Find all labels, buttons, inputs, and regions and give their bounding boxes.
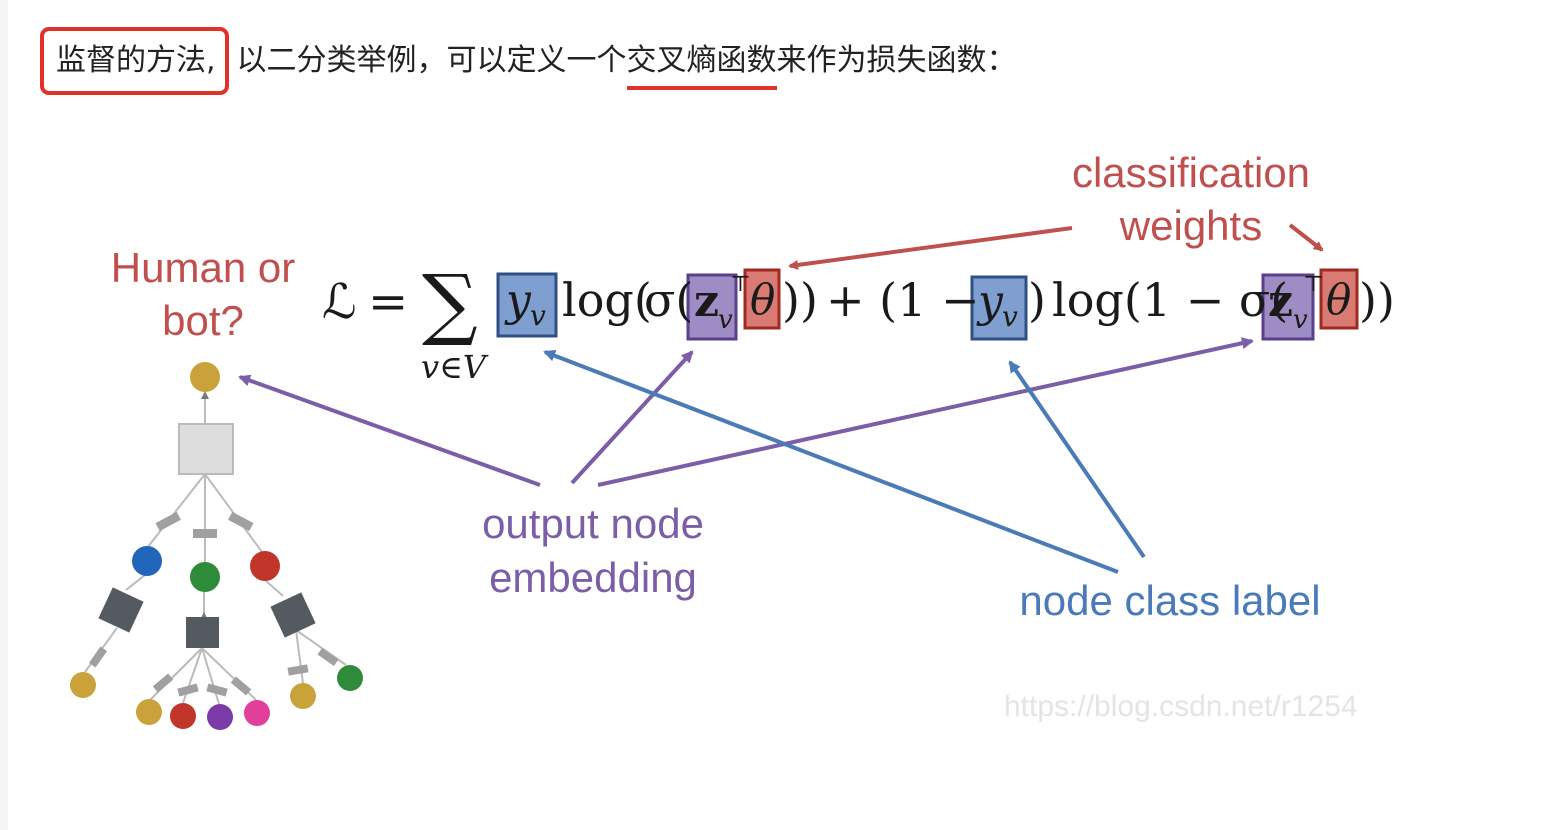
label-node-class-label: node class label xyxy=(1019,577,1320,624)
formula-y-1-sub: v xyxy=(530,299,546,332)
formula-sum-subscript: v∈V xyxy=(421,348,489,386)
intro-text-after: 来作为损失函数： xyxy=(776,43,1017,78)
label-classification-weights-line2: weights xyxy=(1119,202,1262,249)
theta-box-2 xyxy=(1319,268,1359,330)
formula-z-2: z xyxy=(1268,276,1293,327)
formula-sum: ∑ xyxy=(422,259,478,349)
node-level1-green xyxy=(190,562,220,592)
node-leaf-pink xyxy=(244,700,270,726)
formula-log-one-minus-sigma: log(1 − σ( xyxy=(1052,273,1288,327)
formula-close-1: )) xyxy=(782,273,818,327)
label-human-or-bot-line1: Human or xyxy=(111,244,295,291)
z-box-2 xyxy=(1261,273,1315,341)
formula-loss-symbol: ℒ xyxy=(322,274,357,330)
formula-theta-1: θ xyxy=(750,275,775,324)
y-box-2 xyxy=(970,275,1028,341)
label-output-node-embedding-line1: output node xyxy=(482,500,704,547)
intro-paragraph: 监督的方法,以二分类举例，可以定义一个交叉熵函数来作为损失函数： xyxy=(40,24,1017,98)
formula-y-2-sub: v xyxy=(1002,300,1018,333)
formula-sigma-open: σ( xyxy=(644,273,693,327)
node-leaf-gold-right xyxy=(290,683,316,709)
gnn-computation-tree xyxy=(70,362,363,730)
label-classification-weights-line1: classification xyxy=(1072,149,1310,196)
arrow-label-to-y-1 xyxy=(543,349,1119,574)
node-leaf-gold-left xyxy=(70,672,96,698)
formula-close-paren: ) xyxy=(1028,273,1046,327)
aggregator-middle xyxy=(186,617,219,648)
page-content xyxy=(8,0,1566,830)
node-leaf-purple xyxy=(207,704,233,730)
label-output-node-embedding-line2: embedding xyxy=(489,554,697,601)
highlight-box-text: 监督的方法, xyxy=(40,27,229,95)
arrow-embedding-to-root xyxy=(238,374,541,487)
node-root xyxy=(190,362,220,392)
arrow-embedding-to-z-1 xyxy=(570,350,694,485)
label-human-or-bot-line2: bot? xyxy=(162,297,244,344)
node-level1-blue xyxy=(132,546,162,576)
formula-transpose-2: ⊤ xyxy=(1303,272,1324,297)
formula-y-1: y xyxy=(504,275,532,326)
formula-z-1: z xyxy=(694,276,719,327)
formula-plus-one-minus: + (1 − xyxy=(826,273,980,327)
formula-equals: = xyxy=(368,274,408,330)
z-box-1 xyxy=(686,273,738,341)
formula-transpose-1: ⊤ xyxy=(730,272,751,297)
node-leaf-gold xyxy=(136,699,162,725)
formula-z-2-sub: v xyxy=(1293,305,1308,335)
arrow-weights-to-theta-1 xyxy=(788,226,1073,270)
arrow-weights-to-theta-2 xyxy=(1288,223,1324,252)
node-leaf-green-right xyxy=(337,665,363,691)
arrow-label-to-y-2 xyxy=(1008,360,1146,559)
node-level1-red xyxy=(250,551,280,581)
formula-theta-2: θ xyxy=(1326,275,1351,324)
arrow-embedding-to-z-2 xyxy=(597,337,1254,487)
formula-y-2: y xyxy=(976,276,1004,327)
formula-close-last: )) xyxy=(1359,273,1395,327)
theta-box-1 xyxy=(743,268,781,330)
highlight-underline-text: 交叉熵函数 xyxy=(626,36,777,90)
watermark: https://blog.csdn.net/r1254 xyxy=(1004,690,1358,723)
aggregator-right xyxy=(270,592,316,638)
node-leaf-red xyxy=(170,703,196,729)
aggregator-root xyxy=(178,423,234,475)
aggregator-left xyxy=(98,587,144,633)
intro-text-before: 以二分类举例，可以定义一个 xyxy=(236,43,627,78)
formula-z-1-sub: v xyxy=(718,305,733,335)
formula-log-open: log( xyxy=(562,273,652,327)
y-box-1 xyxy=(496,272,558,338)
